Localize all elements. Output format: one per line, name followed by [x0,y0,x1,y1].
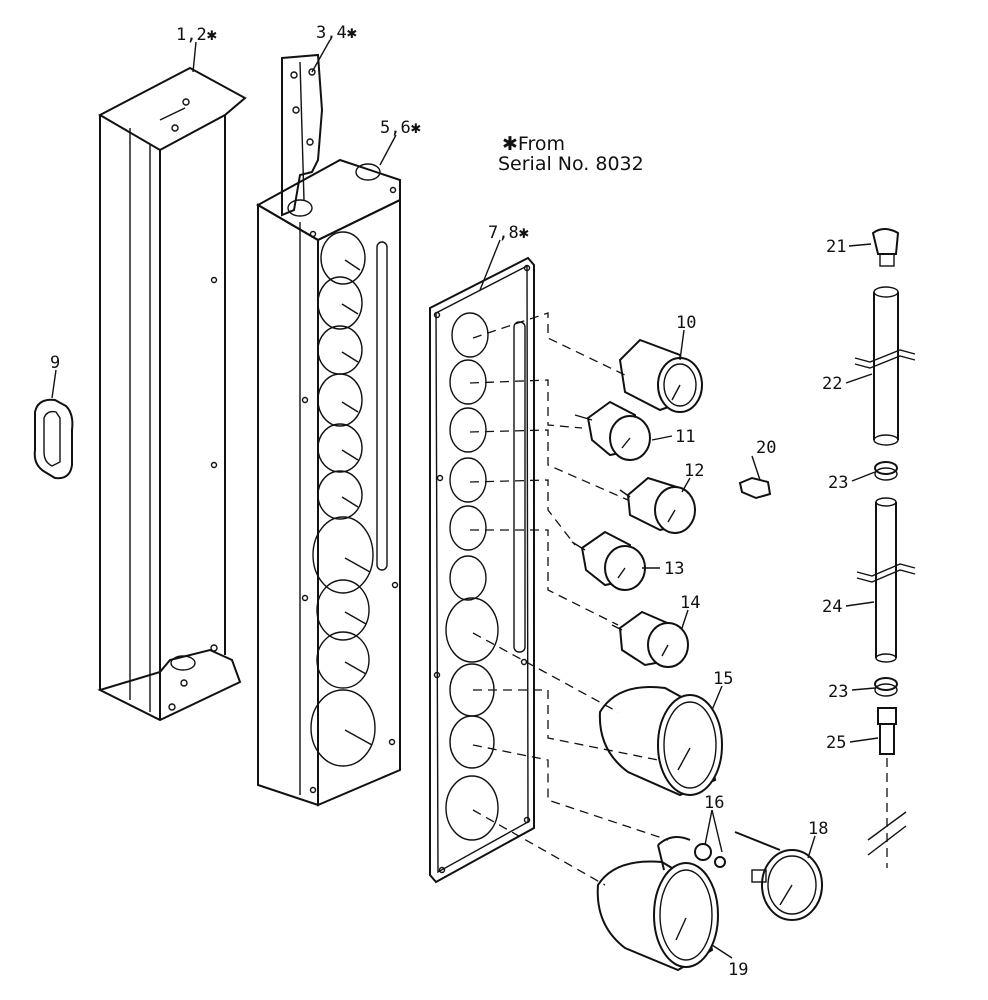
callout-13: 13 [664,559,684,579]
callout-1-2: 1,2✱ [176,25,217,45]
callout-12: 12 [684,461,704,481]
callout-11: 11 [675,427,695,447]
gauge-part-14 [611,610,689,668]
handle-part-9 [33,398,74,480]
callout-18: 18 [808,819,828,839]
callout-24: 24 [822,597,842,617]
gauge-part-18 [734,831,823,921]
fitting-part-25 [867,707,907,868]
callout-7-8: 7,8✱ [488,223,529,243]
callout-20: 20 [756,438,776,458]
callout-15: 15 [713,669,733,689]
callout-3-4: 3,4✱ [316,23,357,43]
callout-21: 21 [826,237,846,257]
callout-23a: 23 [828,473,848,493]
face-panel-part-7-8 [429,256,535,884]
callout-labels: 1,2✱ 3,4✱ 5,6✱ 7,8✱ 9 10 11 12 13 14 15 … [50,23,848,980]
callout-22: 22 [822,374,842,394]
callout-9: 9 [50,353,60,373]
callout-16: 16 [704,793,724,813]
tube-part-24 [856,497,916,663]
connector-part-16 [657,835,726,871]
gauge-part-19 [596,860,719,972]
gauge-part-10 [618,338,703,413]
note-line-2: Serial No. 8032 [498,153,644,175]
callout-14: 14 [680,593,700,613]
serial-note: ✱From Serial No. 8032 [498,133,644,175]
gauge-part-13 [571,530,646,591]
callout-19: 19 [728,960,748,980]
gauge-part-15 [598,686,723,797]
tube-part-22 [854,286,916,446]
rear-housing-part-1-2 [97,66,247,722]
bulb-part-20 [738,455,772,500]
leader-lines [51,39,879,959]
callout-23b: 23 [828,682,848,702]
ring-part-23b [874,677,898,697]
callout-25: 25 [826,733,846,753]
ring-part-23a [874,461,898,481]
callout-10: 10 [676,313,696,333]
gauge-part-11 [574,400,651,461]
note-line-1: ✱From [502,133,565,155]
gauge-part-12 [619,476,696,534]
cap-part-21 [871,228,900,267]
front-frame-part-5-6 [255,158,401,807]
callout-5-6: 5,6✱ [380,118,421,138]
bracket-part-3-4 [281,53,324,217]
